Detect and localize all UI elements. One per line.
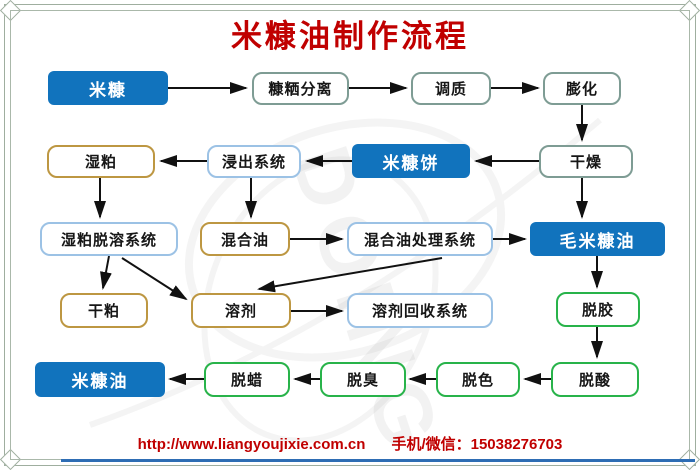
node-mixed-oil: 混合油 <box>200 222 290 256</box>
node-extrusion: 膨化 <box>543 72 621 105</box>
website-url: http://www.liangyoujixie.com.cn <box>137 436 366 453</box>
node-deacidification: 脱酸 <box>551 362 639 397</box>
bottom-blue-line <box>61 459 695 462</box>
node-dry-meal: 干粕 <box>60 293 148 328</box>
node-wet-meal-desolventizing-system: 湿粕脱溶系统 <box>40 222 178 256</box>
node-solvent: 溶剂 <box>191 293 291 328</box>
footer-contact-line: http://www.liangyoujixie.com.cn 手机/微信：150… <box>0 433 700 454</box>
node-decoloring: 脱色 <box>436 362 520 397</box>
node-rice-bran: 米糠 <box>48 71 168 105</box>
node-rice-bran-oil: 米糠油 <box>35 362 165 397</box>
phone-wechat: 手机/微信：15038276703 <box>391 436 563 453</box>
node-dewaxing: 脱蜡 <box>204 362 290 397</box>
node-bran-rice-separation: 糠粞分离 <box>252 72 349 105</box>
node-rice-bran-cake: 米糠饼 <box>352 144 470 178</box>
node-mixed-oil-treatment-system: 混合油处理系统 <box>347 222 493 256</box>
node-extraction-system: 浸出系统 <box>207 145 301 178</box>
node-deodorization: 脱臭 <box>320 362 406 397</box>
node-wet-meal: 湿粕 <box>47 145 155 178</box>
node-degumming: 脱胶 <box>556 292 640 327</box>
page-title: 米糠油制作流程 <box>231 19 469 55</box>
node-conditioning: 调质 <box>411 72 491 105</box>
node-crude-rice-bran-oil: 毛米糠油 <box>530 222 665 256</box>
node-drying: 干燥 <box>539 145 633 178</box>
node-solvent-recovery-system: 溶剂回收系统 <box>347 293 493 328</box>
